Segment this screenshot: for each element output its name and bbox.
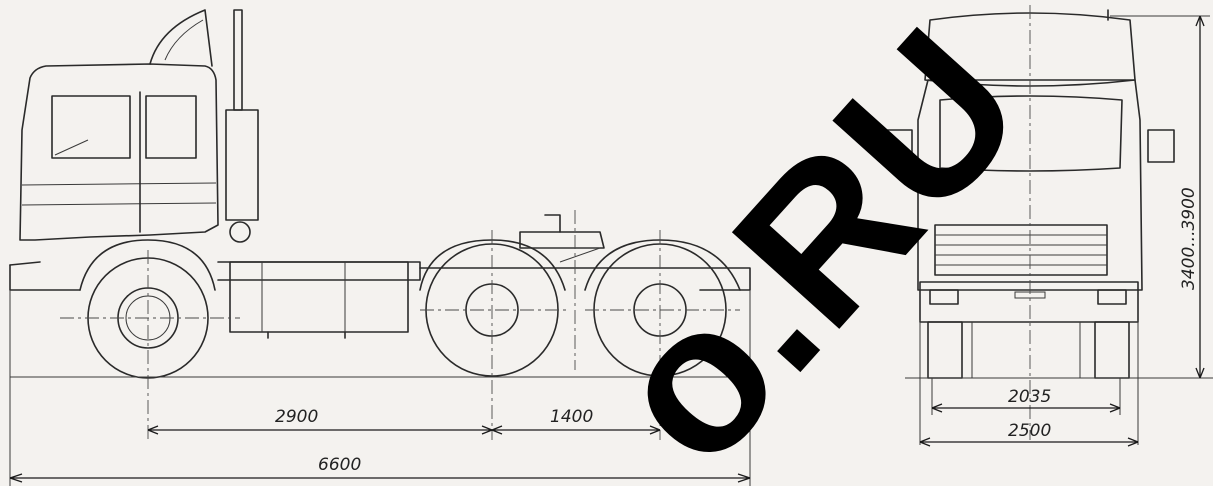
mirror-right <box>1147 129 1175 163</box>
windshield <box>939 95 1123 172</box>
dim-wheelbase-front: 2900 <box>275 407 318 427</box>
dim-track: 2035 <box>1008 387 1051 407</box>
grille <box>934 224 1108 276</box>
dim-wheelbase-rear: 1400 <box>550 407 593 427</box>
cab-outline <box>19 63 219 241</box>
cab-roof-spoiler <box>149 9 213 67</box>
cab-window-front <box>51 95 131 159</box>
dim-overall-width: 2500 <box>1008 421 1051 441</box>
watermark-text: o.RU <box>564 0 1066 486</box>
front-bumper <box>919 281 1139 323</box>
fifth-wheel <box>519 231 605 249</box>
front-wheel-left <box>927 321 963 379</box>
air-filter <box>225 109 259 221</box>
exhaust-stack <box>233 9 243 111</box>
dim-height: 3400...3900 <box>1179 187 1199 290</box>
watermark: o.RU <box>564 0 1066 486</box>
fuel-tank <box>229 261 409 333</box>
side-view: 2900 1400 6600 <box>9 9 751 486</box>
front-view: 2035 2500 3400...3900 <box>883 5 1213 447</box>
cab-window-side <box>145 95 197 159</box>
mirror-left <box>883 129 913 163</box>
front-cab <box>917 79 1143 291</box>
dim-overall-length: 6600 <box>318 455 361 475</box>
front-wheel-right <box>1094 321 1130 379</box>
